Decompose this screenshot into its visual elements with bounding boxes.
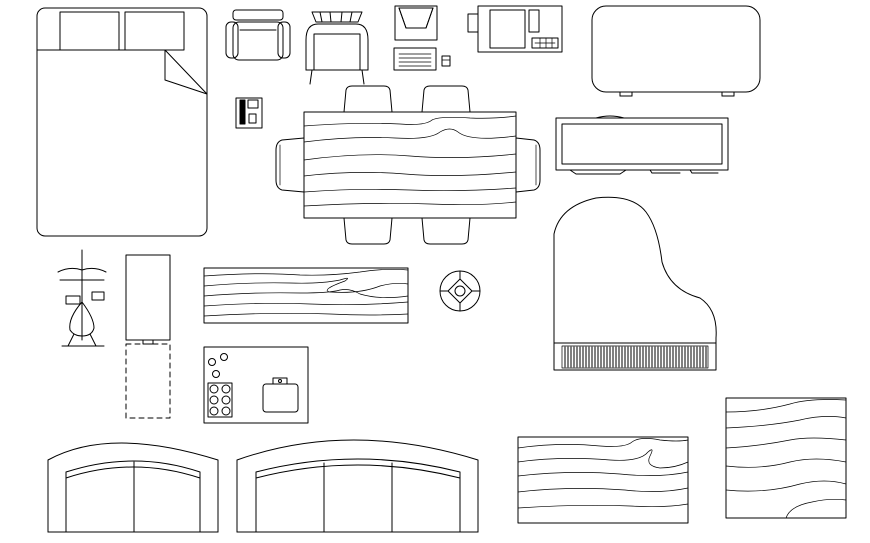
cabinet <box>591 5 761 97</box>
knob <box>220 353 228 361</box>
keyboard <box>393 47 451 71</box>
wardrobe-with-swing <box>125 254 171 419</box>
pillow-right <box>124 11 185 51</box>
tv-console <box>555 115 729 175</box>
grand-piano <box>553 196 717 371</box>
sink <box>262 383 299 413</box>
wood-panel <box>517 436 689 524</box>
wood-panel-square <box>725 397 847 519</box>
round-side-table <box>439 270 481 312</box>
blanket-fold <box>164 49 208 95</box>
dining-table-with-chairs <box>275 85 541 245</box>
piano-keyboard <box>561 345 709 369</box>
armchair <box>305 11 369 85</box>
knob <box>208 358 216 366</box>
knob <box>212 370 220 378</box>
crt-monitor <box>394 5 438 41</box>
coat-stand <box>57 249 107 347</box>
piano-keys <box>564 346 707 368</box>
sofa <box>47 442 219 533</box>
bed-blanket <box>36 49 208 95</box>
sofa <box>236 439 479 533</box>
stove <box>207 382 233 418</box>
mouse <box>441 55 451 67</box>
computer-workstation <box>467 5 563 53</box>
lounge-chair <box>225 9 291 61</box>
wood-bench <box>203 267 409 324</box>
double-bed <box>36 7 208 237</box>
kitchen-counter <box>203 346 309 424</box>
telephone <box>235 97 263 129</box>
pillow-left <box>59 11 120 51</box>
